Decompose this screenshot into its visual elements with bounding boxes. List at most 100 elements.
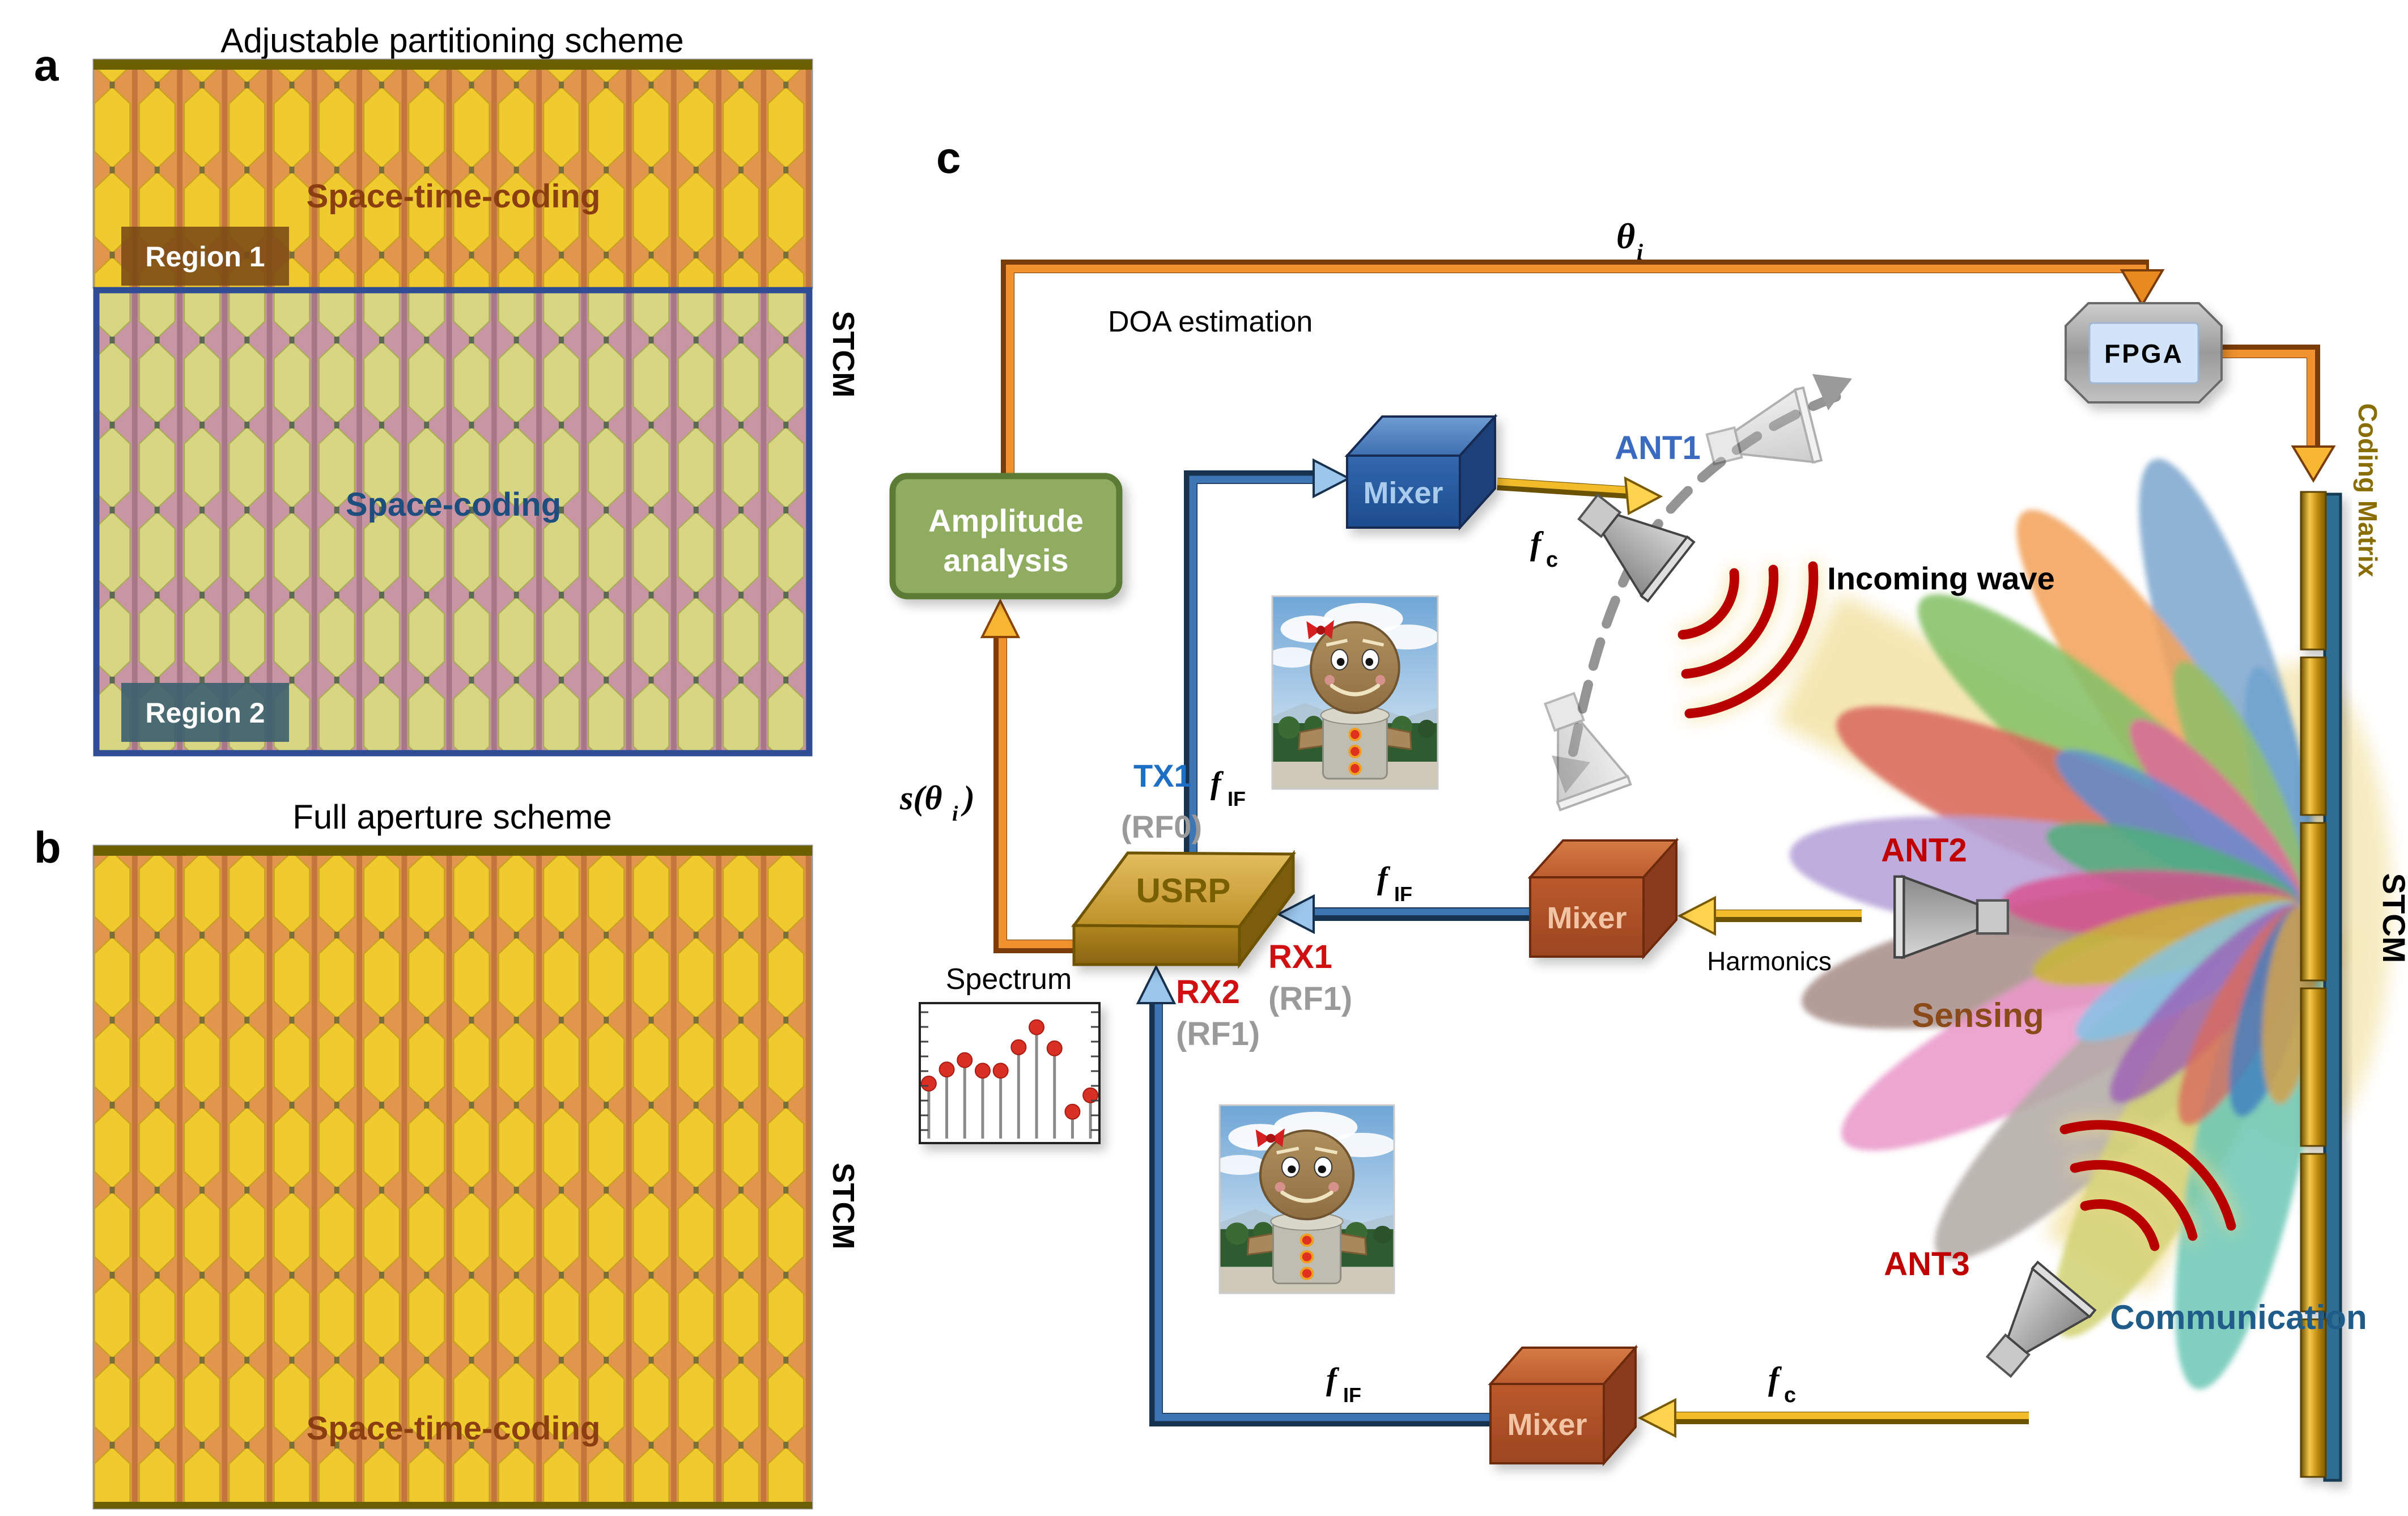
panel-b-coding-label: Space-time-coding [307,1410,601,1447]
f-if-rx1: f [1377,861,1391,896]
stcm-segment [2300,491,2327,651]
ant1-ghost-horn-bottom [1523,685,1632,812]
mixer2-box: Mixer [1527,837,1679,960]
amplitude-to-fpga-arrow [1001,260,2165,477]
spectrum-marker [992,1063,1009,1079]
f-if-rx2: f [1326,1362,1340,1397]
rx1-path [1276,894,1530,935]
incoming-wave-label: Incoming wave [1827,560,2054,596]
ant3-to-mixer3-arrow [1637,1398,2029,1438]
spectrum-marker [1064,1103,1081,1120]
arrowhead-left [1637,1398,1676,1438]
coding-matrix-label: Coding Matrix [2353,404,2382,577]
panel-a-title: Adjustable partitioning scheme [220,22,683,60]
beam-fan [1789,458,2322,1390]
tx-path [1184,458,1352,855]
stcm-segment [2300,987,2327,1147]
f-c-top-sub: c [1546,548,1558,572]
arrowhead-down [2291,445,2336,483]
arrowhead-right [1624,476,1663,516]
spectrum-title: Spectrum [946,963,1072,996]
region2-badge [121,683,289,742]
ant2-label: ANT2 [1881,832,1967,869]
spectrum-marker [1046,1040,1063,1056]
panel-a-tag: a [34,40,59,90]
arrowhead-up [980,598,1021,638]
region2-coding-label: Space-coding [346,486,561,523]
spectrum-marker [974,1063,991,1079]
fpga-label: FPGA [2104,339,2184,368]
spectrum-marker [957,1052,973,1068]
amplitude-line1: Amplitude [928,503,1084,538]
usrp-label: USRP [1136,872,1231,910]
usrp-to-amplitude-arrow [980,598,1074,953]
panel-c-stcm-label: STCM [2376,873,2408,963]
sensing-label: Sensing [1912,996,2044,1034]
panel-a-stcm-label: STCM [826,311,860,398]
fpga-to-stcm-arrow [2222,345,2336,483]
array-a-region2 [94,288,812,755]
theta-label: θ [1616,216,1635,256]
mixer1-to-ant1-arrow [1497,476,1663,516]
target-photo-bottom [1214,1105,1396,1293]
array-a-top-edge [94,60,812,70]
array-b [92,844,813,1510]
ant3-wave-arcs [2059,1120,2236,1251]
f-if-rx2-sub: IF [1343,1383,1361,1407]
panel-a: a Adjustable partitioning scheme Space-t… [34,22,860,757]
usrp-box: USRP [1071,850,1296,969]
ant1-label: ANT1 [1615,430,1700,466]
communication-label: Communication [2110,1298,2367,1336]
stcm-bar-segments [2300,491,2327,1478]
doa-estimation-label: DOA estimation [1108,305,1313,338]
tx1-port-label: (RF0) [1121,809,1202,844]
region1-coding-label: Space-time-coding [307,178,601,215]
mixer3-box: Mixer [1488,1344,1638,1467]
spectrum-plot-box [919,1002,1101,1144]
region1-badge [121,227,289,286]
arrowhead-down [2120,269,2165,307]
rx2-path [1136,964,1494,1426]
arrowhead-up [1136,964,1177,1004]
region2-border [93,287,813,757]
ant1-ghost-horn-top [1700,387,1823,487]
spectrum-stems [920,1011,1099,1139]
rx2-port-label: (RF1) [1176,1016,1260,1052]
mixer2-label: Mixer [1547,901,1626,935]
arrowhead-left [1276,894,1315,935]
ant3-label: ANT3 [1884,1246,1969,1283]
mixer1-label: Mixer [1363,476,1443,510]
tx1-label: TX1 [1133,758,1192,793]
s-theta-close: ) [961,779,975,817]
f-if-tx-sub: IF [1228,787,1246,810]
amplitude-line2: analysis [943,542,1068,578]
rx1-label: RX1 [1268,939,1332,975]
panel-c-tag: c [936,133,961,182]
stcm-bar [2300,491,2342,1482]
panel-c: c STCM [889,133,2408,1482]
panel-b-tag: b [34,822,61,872]
theta-sub: i [1637,239,1643,265]
s-theta-label: s(θ [899,779,942,817]
stcm-segment [2300,656,2327,816]
spectrum-marker [1082,1087,1099,1103]
s-theta-sub: i [952,802,958,826]
target-photo-top-frame [1271,595,1439,790]
spectrum-marker [1010,1039,1027,1055]
stcm-segment [2300,822,2327,982]
panel-b: b Full aperture scheme Space-time-coding… [34,798,860,1510]
mixer1-box: Mixer [1344,413,1498,531]
rx1-port-label: (RF1) [1268,980,1352,1017]
harmonics-label: Harmonics [1707,946,1832,976]
panel-b-stcm-label: STCM [826,1163,860,1250]
f-if-tx: f [1211,766,1224,801]
ant1-wave-arcs [1677,561,1819,719]
array-b-top-edge [94,846,812,856]
arrowhead-left [1677,895,1716,936]
target-photo-bottom-frame [1218,1104,1395,1294]
amplitude-analysis-box: Amplitude analysis [889,473,1123,600]
spectrum-marker [1029,1019,1045,1035]
region1-badge-label: Region 1 [145,241,265,273]
